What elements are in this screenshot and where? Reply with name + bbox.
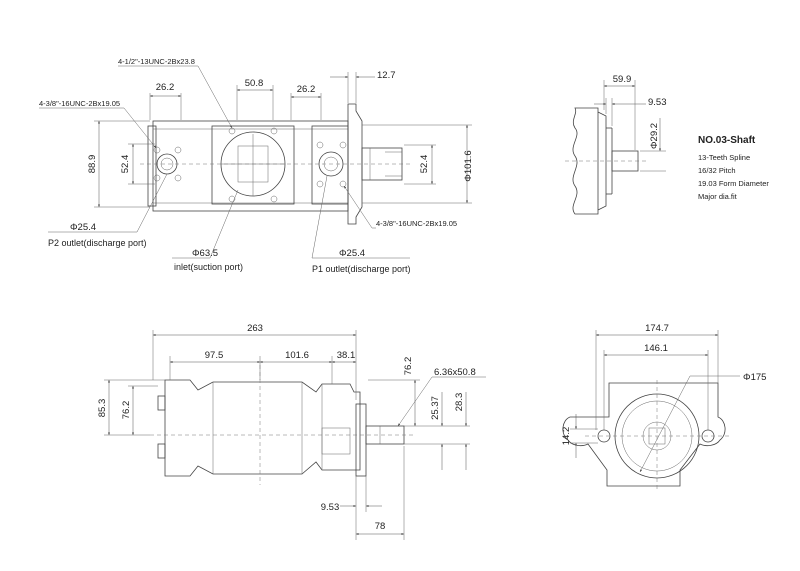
dim-6-36x50-8: 6.36x50.8: [434, 367, 476, 378]
dim-263: 263: [247, 323, 263, 334]
dim-50-8: 50.8: [245, 78, 264, 89]
thread-callout-left: 4-3/8"-16UNC-2Bx19.05: [39, 99, 120, 108]
inlet-port-flange: [211, 125, 295, 205]
inlet-port-size: Φ63.5: [192, 248, 218, 259]
dim-9-53-side: 9.53: [321, 502, 340, 513]
dim-78: 78: [375, 521, 386, 532]
shaft-spec-line-2: 16/32 Pitch: [698, 166, 736, 175]
dim-26-2-left: 26.2: [156, 82, 175, 93]
dim-phi-29-2: Φ29.2: [649, 123, 660, 149]
shaft-body-cutaway: [572, 107, 599, 215]
dim-28-3: 28.3: [454, 393, 465, 412]
end-flange-outline: [562, 382, 726, 487]
dim-52-4-left: 52.4: [120, 155, 131, 174]
dim-76-2-top: 76.2: [403, 357, 414, 376]
shaft-spec-line-3: 19.03 Form Diameter: [698, 179, 769, 188]
thread-callout-right: 4-3/8"-16UNC-2Bx19.05: [376, 219, 457, 228]
rear-body-outline: [152, 120, 349, 212]
shaft-spec-title: NO.03-Shaft: [698, 135, 756, 146]
shaft-spec-line-1: 13-Teeth Spline: [698, 153, 750, 162]
shaft-spec-line-4: Major dia.fit: [698, 192, 738, 201]
inlet-port-label: inlet(suction port): [174, 262, 243, 272]
dim-12-7: 12.7: [377, 70, 396, 81]
dim-97-5: 97.5: [205, 350, 224, 361]
dim-phi-175: Φ175: [743, 372, 766, 383]
dim-101-6: 101.6: [285, 350, 309, 361]
dim-88-9: 88.9: [87, 155, 98, 174]
dim-25-37: 25.37: [430, 396, 441, 420]
dim-38-1: 38.1: [337, 350, 356, 361]
end-view: 174.7 146.1 Φ175 14.2: [561, 323, 766, 492]
dim-52-4-right: 52.4: [419, 155, 430, 174]
dim-59-9: 59.9: [613, 74, 632, 85]
thread-callout-top: 4-1/2"-13UNC-2Bx23.8: [118, 57, 195, 66]
side-view: 263 97.5 101.6 38.1 76.2 6.36x50.8 25.37…: [97, 323, 486, 540]
p1-port-label: P1 outlet(discharge port): [312, 264, 411, 274]
dim-146-1: 146.1: [644, 343, 668, 354]
dim-85-3: 85.3: [97, 399, 108, 418]
dim-14-2: 14.2: [561, 427, 572, 446]
dim-174-7: 174.7: [645, 323, 669, 334]
dim-26-2-right: 26.2: [297, 84, 316, 95]
p2-port-label: P2 outlet(discharge port): [48, 238, 147, 248]
p2-port-size: Φ25.4: [70, 222, 96, 233]
top-view: 26.2 50.8 26.2 12.7 4-1/2"-13UNC-2Bx23.8…: [39, 57, 474, 274]
mounting-flange: [347, 103, 363, 225]
dim-9-53-shaft: 9.53: [648, 97, 667, 108]
dim-phi-101-6: Φ101.6: [463, 150, 474, 181]
p2-port: [156, 153, 178, 175]
p1-port-size: Φ25.4: [339, 248, 365, 259]
dim-76-2-left: 76.2: [121, 401, 132, 420]
shaft-detail-view: 59.9 9.53 Φ29.2 NO.03-Shaft 13-Teeth Spl…: [565, 74, 769, 215]
